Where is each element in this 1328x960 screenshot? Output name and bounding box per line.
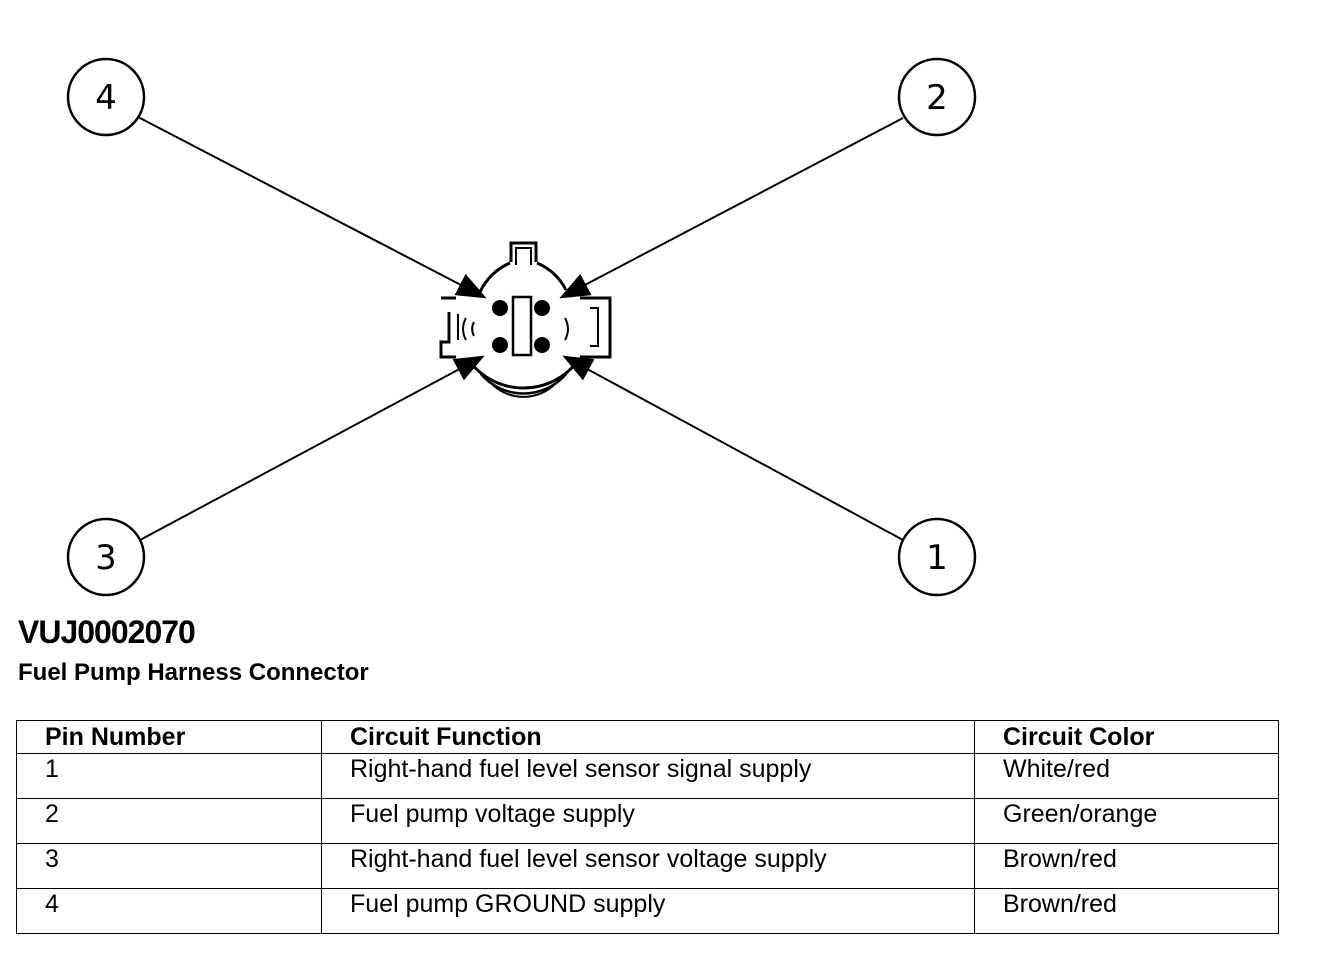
leader-line-1 [562, 355, 904, 541]
header-circuit-color: Circuit Color [974, 720, 1279, 754]
cell-function: Right-hand fuel level sensor voltage sup… [321, 843, 975, 889]
table-row: 2 Fuel pump voltage supply Green/orange [16, 798, 1279, 844]
cell-color: Green/orange [974, 798, 1279, 844]
pin-cavity-2 [534, 300, 550, 316]
figure-code: VUJ0002070 [18, 614, 196, 650]
cell-color: Brown/red [974, 888, 1279, 934]
callout-4: 4 [66, 57, 146, 137]
header-pin-number: Pin Number [16, 720, 322, 754]
harness-connector [439, 241, 612, 398]
table-header-row: Pin Number Circuit Function Circuit Colo… [16, 720, 1279, 754]
cell-function: Fuel pump GROUND supply [321, 888, 975, 934]
cell-color: White/red [974, 753, 1279, 799]
leader-line-2 [559, 117, 904, 299]
cell-pin: 4 [16, 888, 322, 934]
table-row: 1 Right-hand fuel level sensor signal su… [16, 753, 1279, 799]
svg-text:3: 3 [95, 538, 117, 578]
table-row: 4 Fuel pump GROUND supply Brown/red [16, 888, 1279, 934]
pin-cavity-1 [534, 337, 550, 353]
cell-pin: 3 [16, 843, 322, 889]
cell-pin: 1 [16, 753, 322, 799]
pin-table: Pin Number Circuit Function Circuit Colo… [16, 720, 1279, 934]
callout-1: 1 [897, 517, 977, 597]
leader-line-4 [137, 116, 487, 299]
cell-pin: 2 [16, 798, 322, 844]
cell-color: Brown/red [974, 843, 1279, 889]
callout-3: 3 [66, 517, 146, 597]
callout-2: 2 [897, 57, 977, 137]
svg-text:1: 1 [926, 538, 948, 578]
connector-diagram: 4 2 3 1 [66, 57, 977, 597]
pin-cavity-4 [492, 300, 508, 316]
svg-text:2: 2 [926, 78, 948, 118]
leader-line-3 [139, 355, 485, 541]
figure-title: Fuel Pump Harness Connector [18, 659, 369, 686]
cell-function: Fuel pump voltage supply [321, 798, 975, 844]
table-row: 3 Right-hand fuel level sensor voltage s… [16, 843, 1279, 889]
cell-function: Right-hand fuel level sensor signal supp… [321, 753, 975, 799]
header-circuit-function: Circuit Function [321, 720, 975, 754]
pin-cavity-3 [492, 337, 508, 353]
svg-text:4: 4 [95, 78, 117, 118]
